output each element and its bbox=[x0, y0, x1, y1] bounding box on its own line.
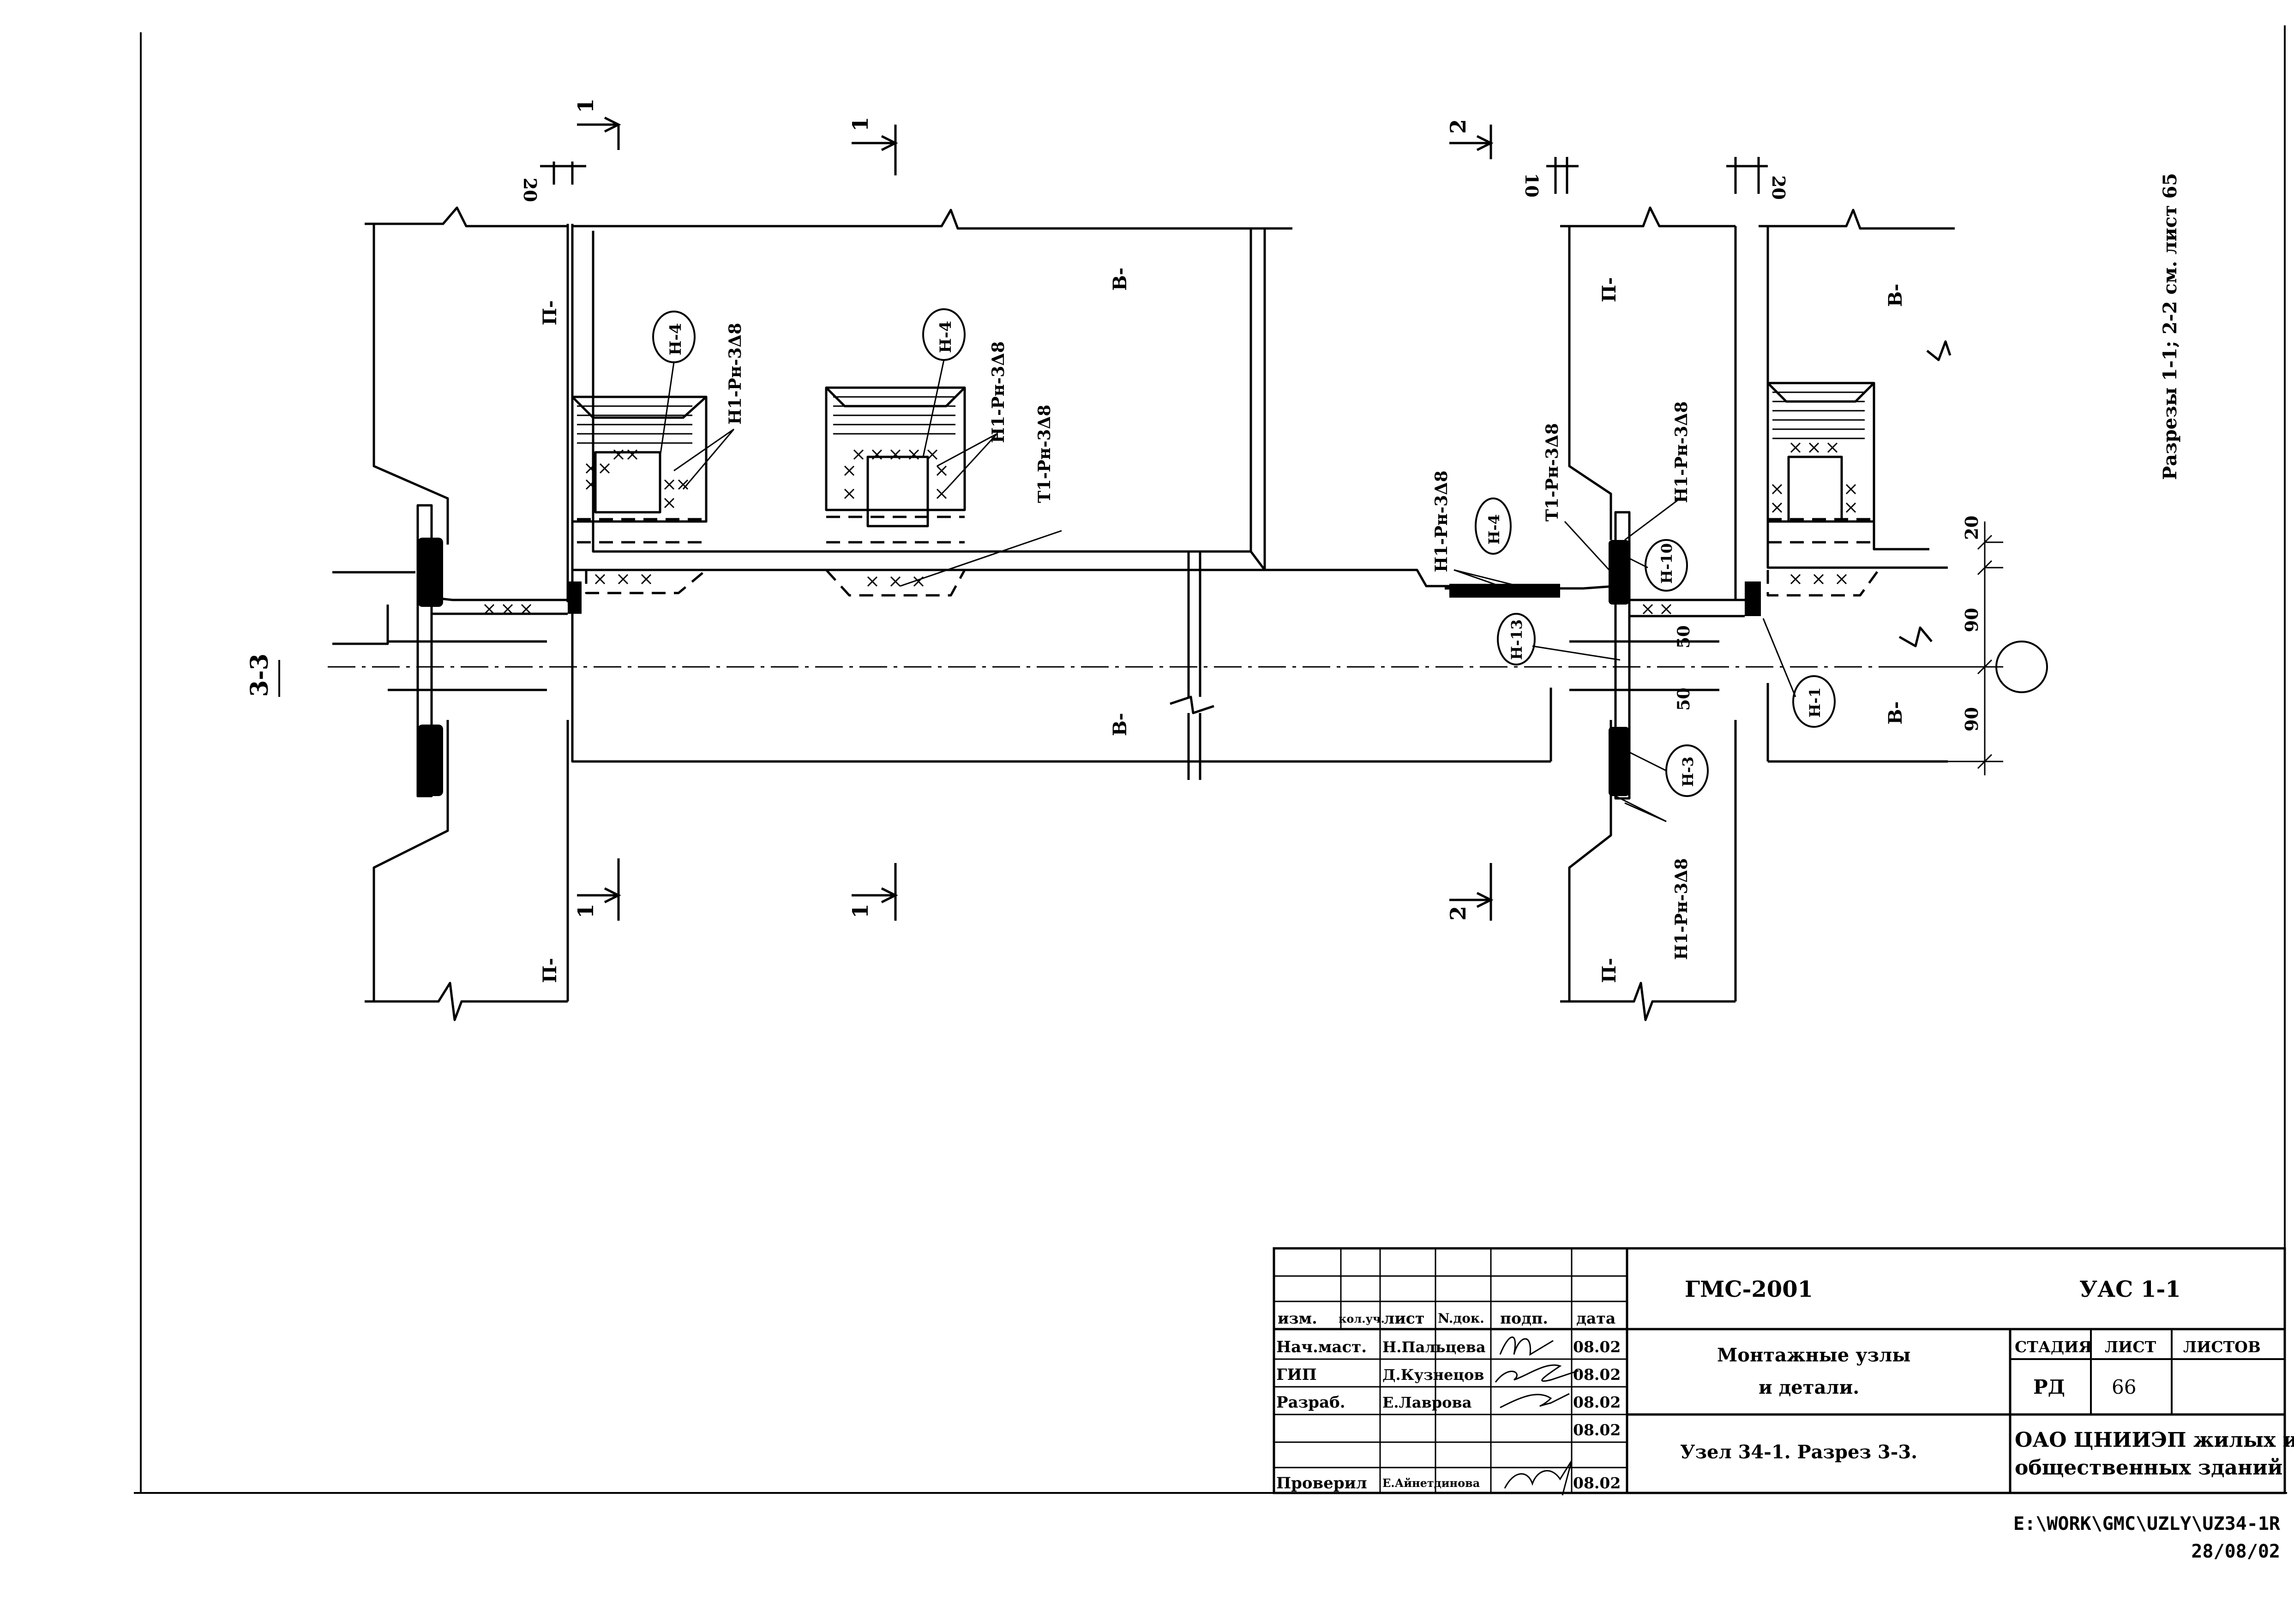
sheets-label: ЛИСТОВ bbox=[2183, 1338, 2261, 1356]
cut-label-2b: 2 bbox=[1446, 906, 1471, 921]
subtitle: Узел 34-1. Разрез 3-3. bbox=[1680, 1441, 1917, 1463]
title-block-rows: Нач.маст. Н.Пальцева 08.02 ГИП Д.Кузнецо… bbox=[1276, 1338, 1621, 1492]
zone-v-4: В- bbox=[1885, 701, 1906, 725]
row1-role: Нач.маст. bbox=[1276, 1338, 1367, 1356]
title-block-header: изм. кол.уч. лист N.док. подп. дата bbox=[1278, 1309, 1615, 1327]
dim-10: 10 bbox=[1521, 173, 1542, 198]
side-note: Разрезы 1-1; 2-2 см. лист 65 bbox=[2159, 173, 2181, 480]
title-block-right: ГМС-2001 УАС 1-1 Монтажные узлы и детали… bbox=[1680, 1276, 2294, 1480]
cut-markers bbox=[540, 116, 1768, 921]
zone-p-3: П- bbox=[1598, 277, 1620, 302]
callout-n4-b: Н-4 bbox=[937, 321, 955, 353]
dim-50-b: 50 bbox=[1674, 688, 1693, 711]
file-date: 28/08/02 bbox=[2191, 1541, 2280, 1562]
dim-90-a: 90 bbox=[1961, 608, 1982, 632]
zone-v-1: В- bbox=[1109, 268, 1131, 291]
weld-t1-a: Т1-Рн-3Δ8 bbox=[1035, 405, 1054, 503]
row4-date: 08.02 bbox=[1573, 1421, 1621, 1439]
hdr-data: дата bbox=[1576, 1309, 1615, 1327]
axis-marker-circle bbox=[1995, 641, 2048, 693]
signature-2 bbox=[1495, 1364, 1579, 1383]
row5-role: Проверил bbox=[1276, 1474, 1367, 1492]
hdr-izm: изм. bbox=[1278, 1309, 1317, 1327]
zone-p-2: П- bbox=[539, 958, 561, 983]
org-line-1: ОАО ЦНИИЭП жилых и bbox=[2015, 1428, 2294, 1452]
cut-label-1d: 1 bbox=[848, 904, 873, 918]
title-line-1: Монтажные узлы bbox=[1717, 1344, 1911, 1366]
signature-3 bbox=[1500, 1393, 1570, 1408]
row2-date: 08.02 bbox=[1573, 1366, 1621, 1384]
sheet-code: УАС 1-1 bbox=[2079, 1276, 2181, 1302]
row5-name: Е.Айнетдинова bbox=[1382, 1476, 1480, 1490]
callout-n4-a: Н-4 bbox=[667, 323, 685, 355]
row2-name: Д.Кузнецов bbox=[1382, 1366, 1484, 1384]
dim-20-c: 20 bbox=[1961, 515, 1982, 540]
cut-label-1b: 1 bbox=[848, 117, 873, 132]
cut-label-1c: 1 bbox=[573, 904, 598, 918]
cut-label-1a: 1 bbox=[573, 98, 598, 113]
org-line-2: общественных зданий bbox=[2015, 1456, 2282, 1480]
doc-code: ГМС-2001 bbox=[1685, 1276, 1813, 1302]
pad-hatching bbox=[577, 391, 1865, 444]
row1-name: Н.Пальцева bbox=[1382, 1338, 1486, 1356]
weld-h1-e: Н1-Рн-3Δ8 bbox=[1672, 858, 1691, 960]
dim-50-a: 50 bbox=[1674, 625, 1693, 648]
leader-lines bbox=[659, 360, 1796, 822]
section-drawing bbox=[332, 206, 1955, 1021]
dimension-lines-right bbox=[1892, 521, 2003, 775]
hdr-ndok: N.док. bbox=[1438, 1311, 1484, 1326]
zone-p-1: П- bbox=[539, 300, 561, 325]
callout-n13: Н-13 bbox=[1508, 619, 1525, 660]
callout-n4-c: Н-4 bbox=[1485, 514, 1503, 545]
title-block bbox=[1273, 1247, 2286, 1494]
weld-h1-c: Н1-Рн-3Δ8 bbox=[1432, 471, 1451, 572]
stage-label: СТАДИЯ bbox=[2015, 1338, 2092, 1356]
row3-name: Е.Лаврова bbox=[1382, 1394, 1471, 1411]
weld-h1-a: Н1-Рн-3Δ8 bbox=[726, 323, 745, 425]
sheet-label: ЛИСТ bbox=[2105, 1338, 2156, 1356]
cut-label-2a: 2 bbox=[1446, 119, 1471, 134]
section-label: 3-3 bbox=[246, 653, 274, 697]
weld-h1-d: Н1-Рн-3Δ8 bbox=[1672, 402, 1691, 503]
zone-v-3: В- bbox=[1885, 284, 1906, 307]
callout-circles bbox=[652, 308, 1836, 797]
labels: 3-3 Разрезы 1-1; 2-2 см. лист 65 1 1 2 1… bbox=[246, 98, 2181, 983]
hdr-kolych: кол.уч. bbox=[1339, 1312, 1385, 1325]
row2-role: ГИП bbox=[1276, 1366, 1317, 1384]
file-path: E:\WORK\GMC\UZLY\UZ34-1R bbox=[2013, 1513, 2281, 1534]
weld-h1-b: Н1-Рн-3Δ8 bbox=[989, 342, 1008, 443]
row3-role: Разраб. bbox=[1276, 1393, 1345, 1412]
dim-20-b: 20 bbox=[1768, 175, 1789, 200]
hdr-podp: подп. bbox=[1500, 1309, 1548, 1327]
stage-value: РД bbox=[2033, 1376, 2065, 1398]
weld-marks bbox=[484, 442, 1856, 615]
row5-date: 08.02 bbox=[1573, 1474, 1621, 1492]
row1-date: 08.02 bbox=[1573, 1338, 1621, 1356]
row3-date: 08.02 bbox=[1573, 1393, 1621, 1411]
sheet-value: 66 bbox=[2112, 1376, 2136, 1398]
weld-t1-b: Т1-Рн-3Δ8 bbox=[1543, 423, 1562, 521]
signature-4 bbox=[1504, 1460, 1573, 1496]
callout-n3: Н-3 bbox=[1679, 756, 1697, 787]
zone-p-4: П- bbox=[1598, 958, 1620, 983]
dim-90-b: 90 bbox=[1961, 707, 1982, 731]
dim-20-a: 20 bbox=[520, 178, 540, 202]
title-line-2: и детали. bbox=[1759, 1377, 1859, 1398]
callout-n10: Н-10 bbox=[1658, 543, 1675, 584]
weld-beads bbox=[418, 538, 1761, 796]
signature-1 bbox=[1499, 1336, 1554, 1356]
hdr-list: лист bbox=[1384, 1309, 1424, 1327]
zone-v-2: В- bbox=[1109, 713, 1131, 736]
signature-marks bbox=[1495, 1336, 1579, 1496]
callout-n1: Н-1 bbox=[1806, 687, 1824, 718]
